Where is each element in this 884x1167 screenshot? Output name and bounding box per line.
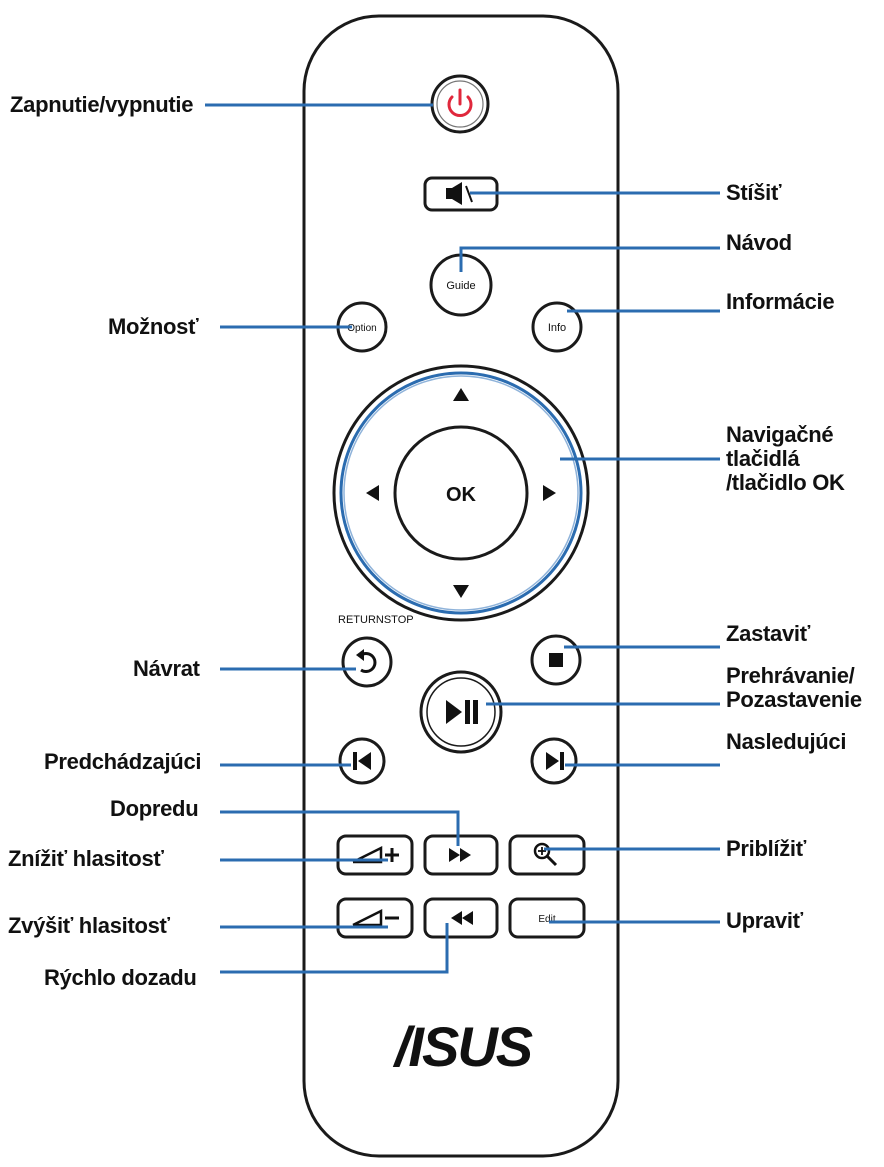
- label-volume-up: Znížiť hlasitosť: [8, 846, 164, 871]
- label-play-pause: Prehrávanie/ Pozastavenie: [726, 663, 862, 712]
- label-previous: Predchádzajúci: [44, 749, 202, 774]
- volume-down-button[interactable]: [336, 897, 414, 939]
- guide-button[interactable]: Guide: [429, 253, 493, 317]
- next-icon: [546, 752, 564, 770]
- edit-button-label: Edit: [538, 914, 555, 925]
- leader-lines: [205, 103, 720, 974]
- label-stop: Zastaviť: [726, 621, 810, 646]
- stop-button[interactable]: [530, 634, 582, 686]
- rewind-icon: [451, 911, 473, 925]
- ok-button[interactable]: OK: [393, 425, 529, 561]
- label-return: Návrat: [133, 656, 200, 681]
- return-icon: [356, 649, 377, 673]
- label-guide: Návod: [726, 230, 792, 255]
- volume-up-button[interactable]: [336, 834, 414, 876]
- arrow-left-icon[interactable]: [366, 485, 379, 501]
- fast-forward-button[interactable]: [423, 834, 499, 876]
- arrow-down-icon[interactable]: [453, 585, 469, 598]
- previous-icon: [353, 752, 371, 770]
- edit-button[interactable]: Edit: [508, 897, 586, 939]
- label-next: Nasledujúci: [726, 729, 847, 754]
- fast-forward-icon: [449, 848, 471, 862]
- label-forward: Dopredu: [110, 796, 199, 821]
- leader-guide: [459, 246, 720, 272]
- ok-button-label: OK: [446, 484, 477, 506]
- arrow-right-icon[interactable]: [543, 485, 556, 501]
- info-button-label: Info: [548, 322, 566, 334]
- power-icon: [447, 88, 473, 117]
- guide-button-label: Guide: [446, 280, 475, 292]
- label-option: Možnosť: [108, 314, 199, 339]
- info-button[interactable]: Info: [531, 301, 583, 353]
- leader-rewind: [220, 923, 449, 974]
- rewind-button[interactable]: [423, 897, 499, 939]
- label-volume-down: Zvýšiť hlasitosť: [8, 913, 170, 938]
- volume-down-icon: [352, 908, 399, 927]
- leader-forward: [220, 810, 460, 846]
- label-info: Informácie: [726, 289, 835, 314]
- zoom-button[interactable]: [508, 834, 586, 876]
- asus-logo: /ISUS: [392, 1015, 533, 1078]
- previous-button[interactable]: [338, 737, 386, 785]
- label-edit: Upraviť: [726, 908, 803, 933]
- zoom-icon: [533, 842, 558, 867]
- volume-up-icon: [352, 845, 399, 864]
- label-power: Zapnutie/vypnutie: [10, 92, 194, 117]
- mute-icon: [446, 182, 473, 205]
- power-button[interactable]: [430, 74, 490, 134]
- play-pause-icon: [446, 700, 478, 724]
- label-rewind: Rýchlo dozadu: [44, 965, 197, 990]
- return-stop-label: RETURNSTOP: [338, 614, 414, 626]
- label-zoom: Priblížiť: [726, 836, 806, 861]
- arrow-up-icon[interactable]: [453, 388, 469, 401]
- stop-icon: [549, 653, 563, 667]
- option-button-label: Option: [347, 323, 376, 334]
- next-button[interactable]: [530, 737, 578, 785]
- label-navigation: Navigačné tlačidlá /tlačidlo OK: [726, 422, 845, 495]
- play-pause-button[interactable]: [419, 670, 503, 754]
- label-mute: Stíšiť: [726, 180, 782, 205]
- return-button[interactable]: [341, 636, 393, 688]
